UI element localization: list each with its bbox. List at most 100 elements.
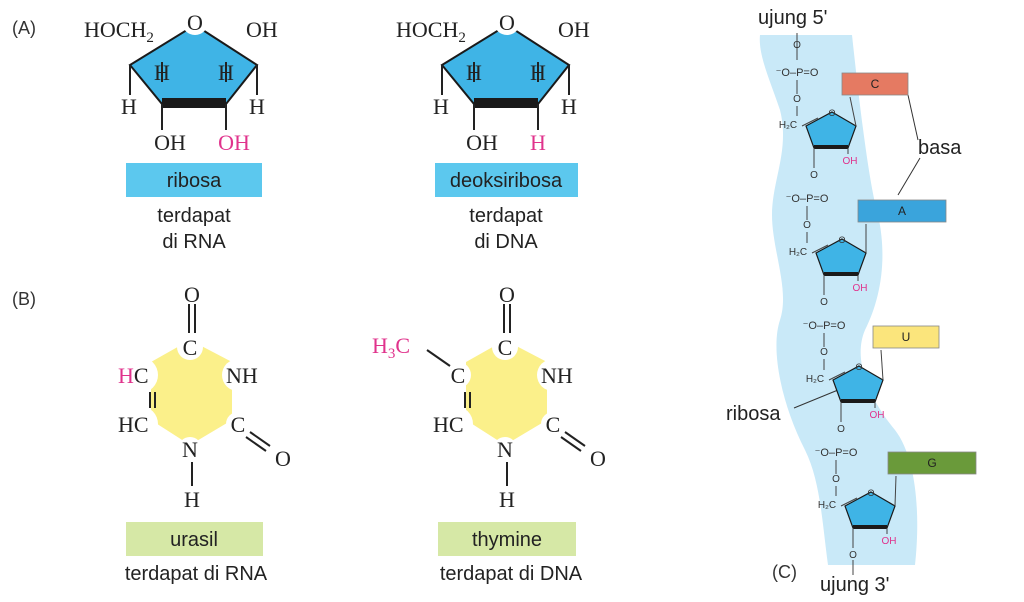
uracil-c-top: C bbox=[183, 335, 198, 360]
panel-c-label: (C) bbox=[772, 562, 797, 582]
nucleotide-chain: O⁻O–P=OOH₂COOHOC⁻O–P=OOH₂COOHOA⁻O–P=OOH₂… bbox=[776, 33, 977, 575]
ring-oxygen: O bbox=[838, 235, 845, 245]
uracil-structure: O C HC NH HC C O N H bbox=[118, 282, 291, 512]
deoxyribose-h-bottom-right: H bbox=[530, 130, 546, 155]
backbone-oxygen: O bbox=[810, 170, 818, 181]
deoxyribose-label-box bbox=[435, 163, 578, 197]
ribose-oh-bottom-right: OH bbox=[218, 130, 250, 155]
phosphate-group-2: ⁻O–P=O bbox=[786, 193, 829, 205]
base-box-G bbox=[887, 451, 977, 475]
deoxyribose-ring-oxygen: O bbox=[499, 10, 515, 35]
deoxyribose-oh-right: OH bbox=[558, 17, 590, 42]
backbone-bond bbox=[811, 244, 829, 254]
panel-b-label: (B) bbox=[12, 289, 36, 309]
ribose-oh-1: OH bbox=[843, 156, 858, 167]
phosphate-group-3: ⁻O–P=O bbox=[803, 320, 846, 332]
backbone-oxygen: O bbox=[832, 474, 840, 485]
ribose-ring-front-edge bbox=[162, 98, 226, 108]
deoxyribose-location-line1: terdapat bbox=[469, 205, 543, 227]
h2c-label-4: H₂C bbox=[818, 500, 836, 511]
thymine-label-box bbox=[438, 522, 576, 556]
ribose-h-outer-left: H bbox=[121, 94, 137, 119]
uracil-n: N bbox=[182, 437, 198, 462]
ring-oxygen: O bbox=[867, 488, 874, 498]
panel-a-label: (A) bbox=[12, 18, 36, 38]
deoxyribose-oh-bottom-left: OH bbox=[466, 130, 498, 155]
uracil-hc-top: HC bbox=[118, 363, 149, 388]
deoxyribose-h-outer-left: H bbox=[433, 94, 449, 119]
backbone-oxygen: O bbox=[849, 550, 857, 561]
backbone-oxygen: O bbox=[820, 347, 828, 358]
thymine-h-bottom: H bbox=[499, 487, 515, 512]
deoxyribose-h-inner-right: H bbox=[530, 60, 546, 85]
backbone-oxygen: O bbox=[793, 40, 801, 51]
five-prime-end-label: ujung 5' bbox=[758, 7, 827, 29]
ribosa-pointer bbox=[793, 389, 839, 409]
ribose-location-line2: di RNA bbox=[162, 231, 226, 253]
thymine-c-left: C bbox=[451, 363, 466, 388]
ribose-front-edge-3 bbox=[841, 399, 875, 403]
backbone-oxygen: O bbox=[793, 94, 801, 105]
ribose-front-edge-1 bbox=[814, 145, 848, 149]
ribose-oh-4: OH bbox=[882, 536, 897, 547]
thymine-name: thymine bbox=[472, 529, 542, 551]
basa-pointer-1 bbox=[907, 94, 919, 141]
deoxyribose-structure: O HOCH2 OH H H H H OH H bbox=[396, 9, 590, 155]
deoxyribose-location-line2: di DNA bbox=[474, 231, 538, 253]
deoxyribose-h-outer-right: H bbox=[561, 94, 577, 119]
uracil-ring bbox=[151, 340, 232, 445]
ribose-name: ribosa bbox=[167, 170, 222, 192]
glycosidic-bond-4 bbox=[894, 475, 897, 507]
glycosidic-bond-1 bbox=[849, 96, 857, 127]
uracil-h-bottom: H bbox=[184, 487, 200, 512]
thymine-o-top: O bbox=[499, 282, 515, 307]
backbone-oxygen: O bbox=[820, 297, 828, 308]
ribose-front-edge-2 bbox=[824, 272, 858, 276]
ribose-oh-bottom-left: OH bbox=[154, 130, 186, 155]
deoxyribose-h-inner-left: H bbox=[466, 60, 482, 85]
uracil-nh: NH bbox=[226, 363, 258, 388]
h2c-label-1: H₂C bbox=[779, 120, 797, 131]
rna-strand-backbone bbox=[759, 35, 918, 565]
ribose-structure: O HOCH2 OH H H H H OH OH bbox=[84, 9, 278, 155]
glycosidic-bond-3 bbox=[880, 349, 884, 381]
thymine-structure: O C H3C C NH HC C O N H bbox=[372, 282, 606, 512]
thymine-location: terdapat di DNA bbox=[440, 563, 583, 585]
backbone-oxygen: O bbox=[837, 424, 845, 435]
ribose-oh-right: OH bbox=[246, 17, 278, 42]
thymine-ring bbox=[466, 340, 547, 445]
thymine-n: N bbox=[497, 437, 513, 462]
base-box-A bbox=[857, 199, 947, 223]
thymine-c-top: C bbox=[498, 335, 513, 360]
thymine-o-right: O bbox=[590, 446, 606, 471]
thymine-methyl-group: H3C bbox=[372, 333, 410, 362]
ribose-h-inner-left: H bbox=[154, 60, 170, 85]
basa-label: basa bbox=[918, 137, 962, 159]
base-letter-G: G bbox=[927, 456, 936, 470]
ring-oxygen: O bbox=[828, 108, 835, 118]
ribose-hoch2: HOCH2 bbox=[84, 17, 154, 46]
ribose-front-edge-4 bbox=[853, 525, 887, 529]
ribose-h-outer-right: H bbox=[249, 94, 265, 119]
deoxyribose-ring-front-edge bbox=[474, 98, 538, 108]
basa-pointer-2 bbox=[897, 157, 921, 196]
uracil-label-box bbox=[126, 522, 263, 556]
ribose-label-box bbox=[126, 163, 262, 197]
ribose-oh-3: OH bbox=[870, 410, 885, 421]
h2c-label-3: H₂C bbox=[806, 374, 824, 385]
deoxyribose-hoch2: HOCH2 bbox=[396, 17, 466, 46]
uracil-o-right: O bbox=[275, 446, 291, 471]
thymine-hc: HC bbox=[433, 412, 464, 437]
thymine-c-right: C bbox=[546, 412, 561, 437]
ring-oxygen: O bbox=[855, 362, 862, 372]
three-prime-end-label: ujung 3' bbox=[820, 574, 889, 596]
base-letter-C: C bbox=[871, 77, 880, 91]
uracil-c-right: C bbox=[231, 412, 246, 437]
backbone-bond bbox=[840, 497, 858, 507]
base-letter-U: U bbox=[902, 330, 911, 344]
base-letter-A: A bbox=[898, 204, 906, 218]
uracil-o-top: O bbox=[184, 282, 200, 307]
h2c-label-2: H₂C bbox=[789, 247, 807, 258]
backbone-bond bbox=[828, 371, 846, 381]
